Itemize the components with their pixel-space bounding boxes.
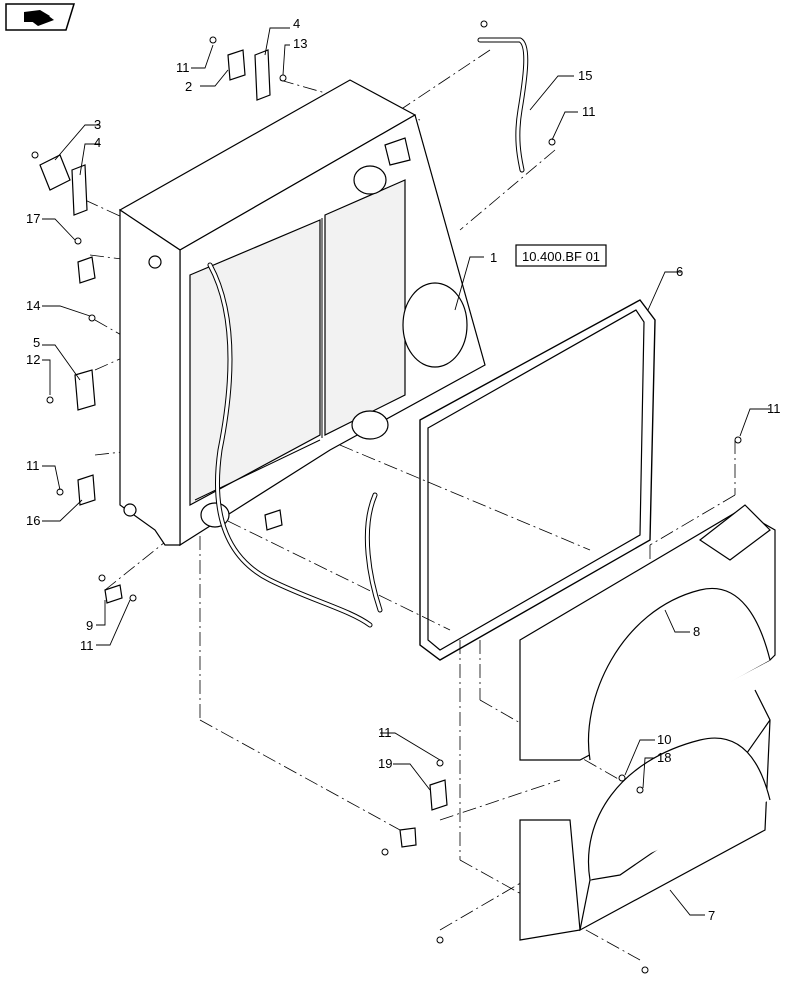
callout-11-center[interactable]: 11: [378, 725, 392, 740]
leader-lines: [42, 27, 770, 916]
callout-10[interactable]: 10: [657, 732, 671, 747]
callout-15[interactable]: 15: [578, 68, 592, 83]
support-rod: [477, 37, 529, 173]
callout-8[interactable]: 8: [693, 624, 700, 639]
callout-6[interactable]: 6: [676, 264, 683, 279]
callout-11-top[interactable]: 11: [176, 60, 190, 75]
lower-fan-shroud: [519, 689, 771, 941]
callout-1[interactable]: 1: [490, 250, 497, 265]
callout-11-right[interactable]: 11: [767, 401, 781, 416]
seal-gasket: [419, 299, 656, 661]
callout-12[interactable]: 12: [26, 352, 40, 367]
reference-box[interactable]: 10.400.BF 01: [515, 244, 607, 267]
callout-16[interactable]: 16: [26, 513, 40, 528]
callout-18[interactable]: 18: [657, 750, 671, 765]
callout-7[interactable]: 7: [708, 908, 715, 923]
callout-2[interactable]: 2: [185, 79, 192, 94]
upper-fan-shroud: [519, 504, 776, 761]
callout-13[interactable]: 13: [293, 36, 307, 51]
callout-5[interactable]: 5: [33, 335, 40, 350]
callout-19[interactable]: 19: [378, 756, 392, 771]
mounting-brackets: [39, 49, 448, 848]
book-page-icon[interactable]: [5, 3, 76, 31]
callout-11-upper-right[interactable]: 11: [582, 104, 596, 119]
callout-11-bottom-left[interactable]: 11: [80, 638, 94, 653]
bolts: [31, 20, 742, 974]
callout-3[interactable]: 3: [94, 117, 101, 132]
callout-4-top[interactable]: 4: [293, 16, 300, 31]
radiator-frame: [118, 79, 486, 547]
callout-labels: 1 2 3 4 4 5 6 7 8 9 10 11 11 11 11 11 11…: [26, 16, 781, 923]
coolant-hose: [207, 262, 383, 628]
callout-17[interactable]: 17: [26, 211, 40, 226]
callout-11-left[interactable]: 11: [26, 458, 40, 473]
callout-4-left[interactable]: 4: [94, 135, 101, 150]
callout-9[interactable]: 9: [86, 618, 93, 633]
callout-14[interactable]: 14: [26, 298, 40, 313]
reference-label: 10.400.BF 01: [522, 249, 600, 264]
